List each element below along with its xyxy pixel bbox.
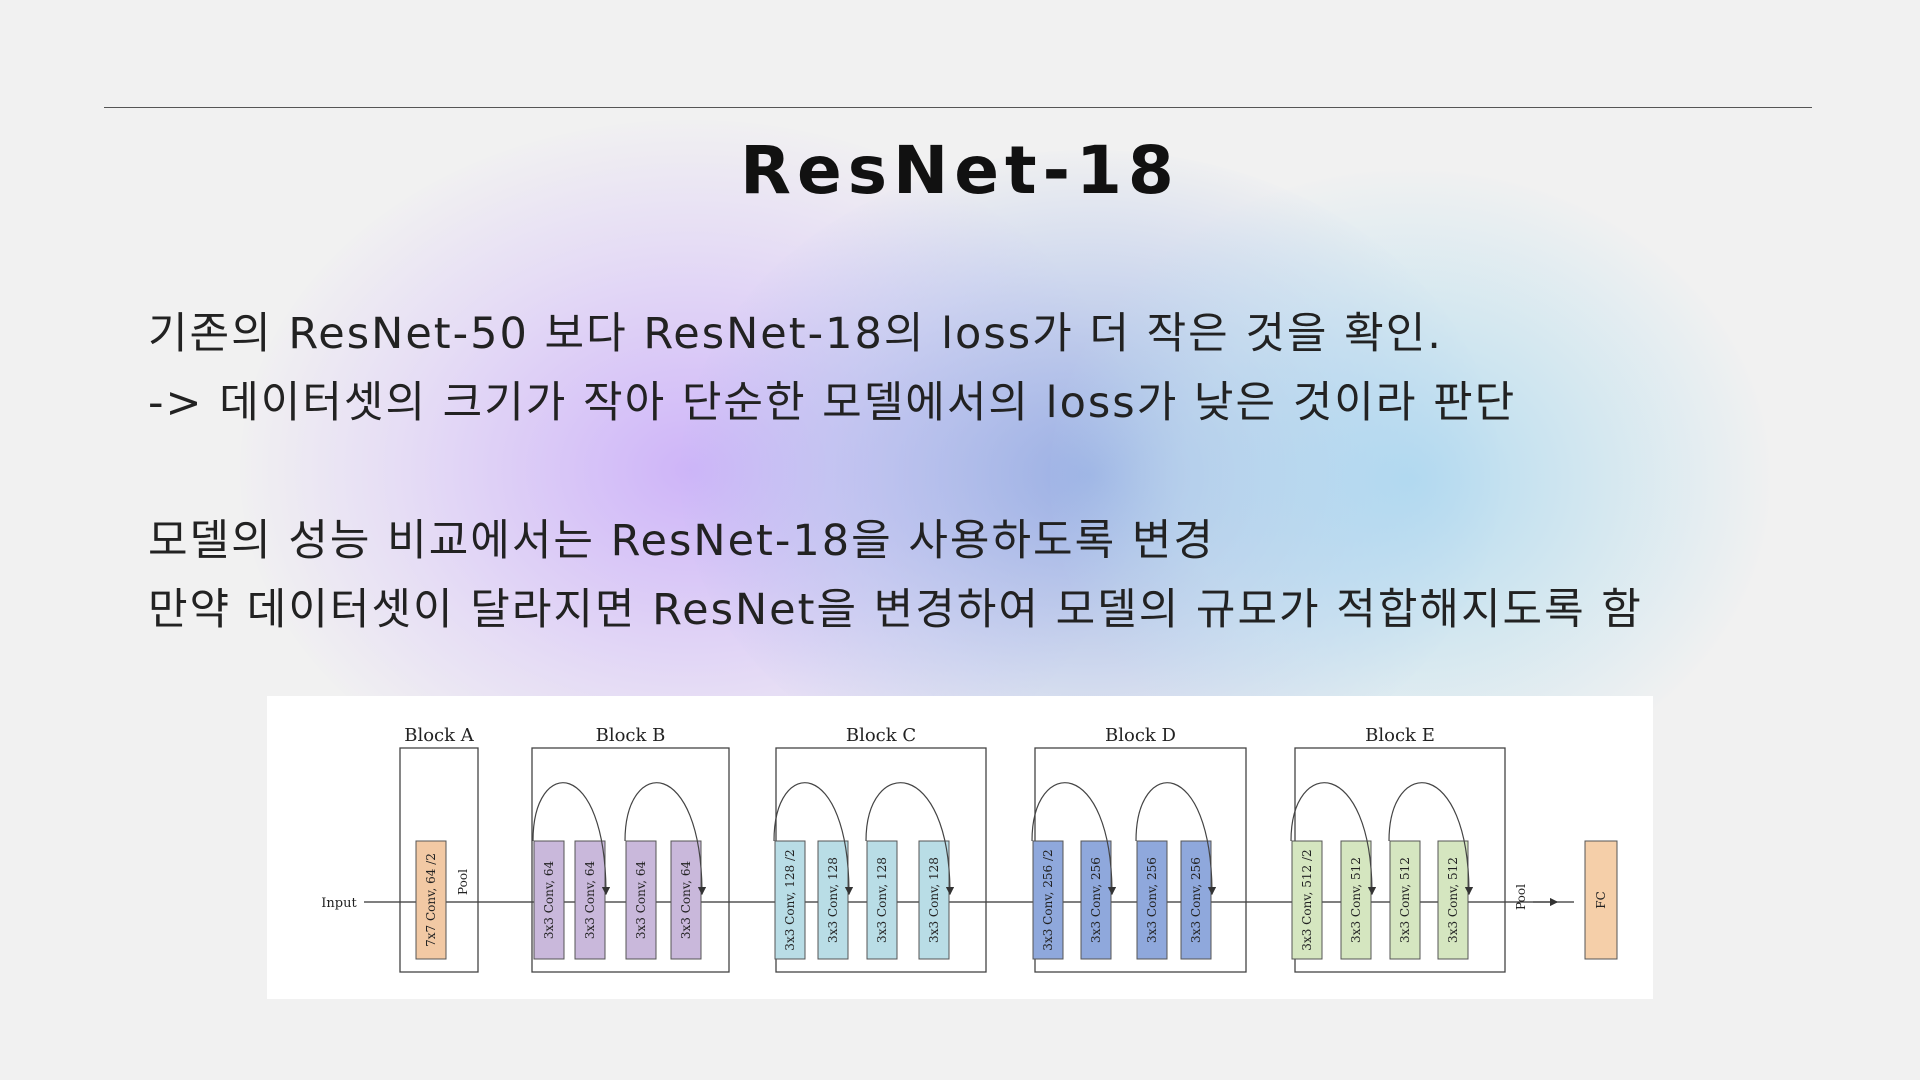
conv-layer — [1180, 840, 1212, 960]
conv-layer-label: 3x3 Conv, 128 /2 — [783, 849, 797, 950]
conv-layer-label: 3x3 Conv, 128 — [927, 857, 941, 943]
conv-layer-label: 3x3 Conv, 512 — [1349, 857, 1363, 943]
slide-title: ResNet-18 — [740, 132, 1180, 209]
block-title: Block E — [1365, 725, 1435, 746]
body-line-2: -> 데이터셋의 크기가 작아 단순한 모델에서의 loss가 낮은 것이라 판… — [148, 378, 1517, 428]
conv-layer — [1291, 840, 1323, 960]
conv-layer-label: 3x3 Conv, 256 /2 — [1041, 849, 1055, 950]
skip-connection-arc — [532, 782, 611, 896]
conv-layer-label: 3x3 Conv, 64 — [634, 861, 648, 940]
conv-layer-label: 3x3 Conv, 256 — [1145, 857, 1159, 943]
skip-connection-arc — [1290, 782, 1377, 896]
pool-label: Pool — [456, 869, 470, 895]
conv-layer — [774, 840, 806, 960]
block-frame — [531, 747, 730, 973]
block-title: Block D — [1105, 725, 1176, 746]
skip-connection-arc — [773, 782, 854, 896]
input-label: Input — [321, 896, 357, 911]
conv-layer-label: 3x3 Conv, 64 — [542, 861, 556, 940]
conv-layer — [574, 840, 606, 960]
body-line-4: 만약 데이터셋이 달라지면 ResNet을 변경하여 모델의 규모가 적합해지도… — [148, 585, 1643, 635]
conv-layer-label: 3x3 Conv, 512 — [1446, 857, 1460, 943]
skip-connection-arc — [624, 782, 707, 896]
conv-layer — [1032, 840, 1064, 960]
conv-layer — [670, 840, 702, 960]
body-spacer — [148, 438, 1643, 507]
conv-layer — [415, 840, 447, 960]
conv-layer — [533, 840, 565, 960]
conv-layer-label: 3x3 Conv, 128 — [875, 857, 889, 943]
skip-connection-arc — [1388, 782, 1474, 896]
conv-layer — [918, 840, 950, 960]
skip-connection-arc — [1031, 782, 1117, 896]
architecture-svg: Input Block A 7x7 Conv, 64 /2 Pool Block B 3x… — [321, 725, 1618, 973]
slide-body: 기존의 ResNet-50 보다 ResNet-18의 loss가 더 작은 것… — [148, 300, 1643, 645]
resnet18-architecture-diagram: Input Block A 7x7 Conv, 64 /2 Pool Block B 3x… — [267, 696, 1653, 999]
block-frame — [399, 747, 479, 973]
conv-layer-label: 3x3 Conv, 256 — [1189, 857, 1203, 943]
final-pool-label: Pool — [1514, 884, 1528, 910]
body-line-3: 모델의 성능 비교에서는 ResNet-18을 사용하도록 변경 — [148, 516, 1215, 566]
fc-layer — [1584, 840, 1618, 960]
conv-layer-label: 3x3 Conv, 128 — [826, 857, 840, 943]
conv-layer-label: 3x3 Conv, 512 — [1398, 857, 1412, 943]
top-divider — [104, 107, 1812, 108]
block-title: Block B — [596, 725, 666, 746]
conv-layer-label: 3x3 Conv, 512 /2 — [1300, 849, 1314, 950]
conv-layer — [1136, 840, 1168, 960]
conv-layer — [866, 840, 898, 960]
skip-connection-arc — [1135, 782, 1217, 896]
conv-layer-label: 3x3 Conv, 64 — [679, 861, 693, 940]
conv-layer — [1080, 840, 1112, 960]
body-line-1: 기존의 ResNet-50 보다 ResNet-18의 loss가 더 작은 것… — [148, 309, 1443, 359]
conv-layer-label: 7x7 Conv, 64 /2 — [424, 853, 438, 947]
skip-connection-arc — [865, 782, 955, 896]
block-title: Block A — [404, 725, 475, 746]
conv-layer — [625, 840, 657, 960]
fc-label: FC — [1594, 891, 1608, 909]
block-title: Block C — [846, 725, 916, 746]
conv-layer — [817, 840, 849, 960]
conv-layer-label: 3x3 Conv, 64 — [583, 861, 597, 940]
conv-layer-label: 3x3 Conv, 256 — [1089, 857, 1103, 943]
conv-layer — [1437, 840, 1469, 960]
conv-layer — [1340, 840, 1372, 960]
conv-layer — [1389, 840, 1421, 960]
